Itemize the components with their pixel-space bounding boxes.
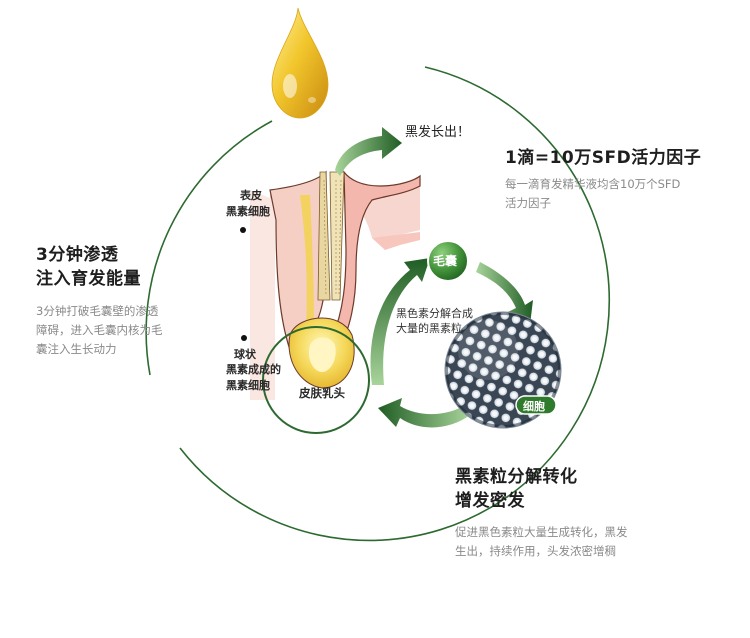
hair-growth-arrow (335, 127, 402, 176)
hair-follicle-diagram (240, 170, 421, 434)
cell-badge-label: 细胞 (523, 400, 545, 413)
feature-melanin-desc-2: 生出，持续作用，头发浓密增稠 (455, 544, 616, 558)
follicle-badge-label: 毛囊 (433, 254, 458, 268)
epidermis-label: 表皮 (240, 189, 262, 202)
feature-melanin-desc-1: 促进黑色素粒大量生成转化，黑发 (455, 525, 628, 539)
feature-sfd-title: 1滴=10万SFD活力因子 (505, 148, 702, 168)
melanin-label-1: 黑色素分解合成 (396, 307, 473, 320)
dermal-papilla-label: 皮肤乳头 (299, 386, 345, 400)
bulb-label-2: 黑素成成的 (226, 363, 281, 376)
feature-penetrate-title-1: 3分钟渗透 (36, 245, 119, 265)
feature-sfd-desc-2: 活力因子 (505, 196, 551, 210)
feature-melanin-title-1: 黑素粒分解转化 (455, 467, 578, 487)
epidermis-melanocyte-label: 黑素细胞 (226, 205, 270, 218)
follicle-badge (427, 240, 469, 282)
outer-ring (145, 66, 611, 542)
bulb-label-3: 黑素细胞 (226, 379, 270, 392)
cycle-arrows (370, 258, 533, 428)
black-hair-grows-label: 黑发长出！ (405, 125, 471, 140)
feature-melanin-title-2: 增发密发 (455, 491, 525, 511)
bulb-label-1: 球状 (234, 348, 256, 361)
feature-penetrate-desc-1: 3分钟打破毛囊壁的渗透 (36, 304, 159, 318)
feature-penetrate-desc-2: 障碍，进入毛囊内核为毛 (36, 323, 163, 337)
feature-sfd-desc-1: 每一滴育发精华液均含10万个SFD (505, 177, 681, 191)
melanin-label-2: 大量的黑素粒 (396, 322, 462, 335)
cell-badge (515, 395, 557, 415)
feature-penetrate-desc-3: 囊注入生长动力 (36, 342, 117, 356)
oil-drop-icon (271, 7, 329, 119)
feature-penetrate-title-2: 注入育发能量 (36, 269, 141, 289)
